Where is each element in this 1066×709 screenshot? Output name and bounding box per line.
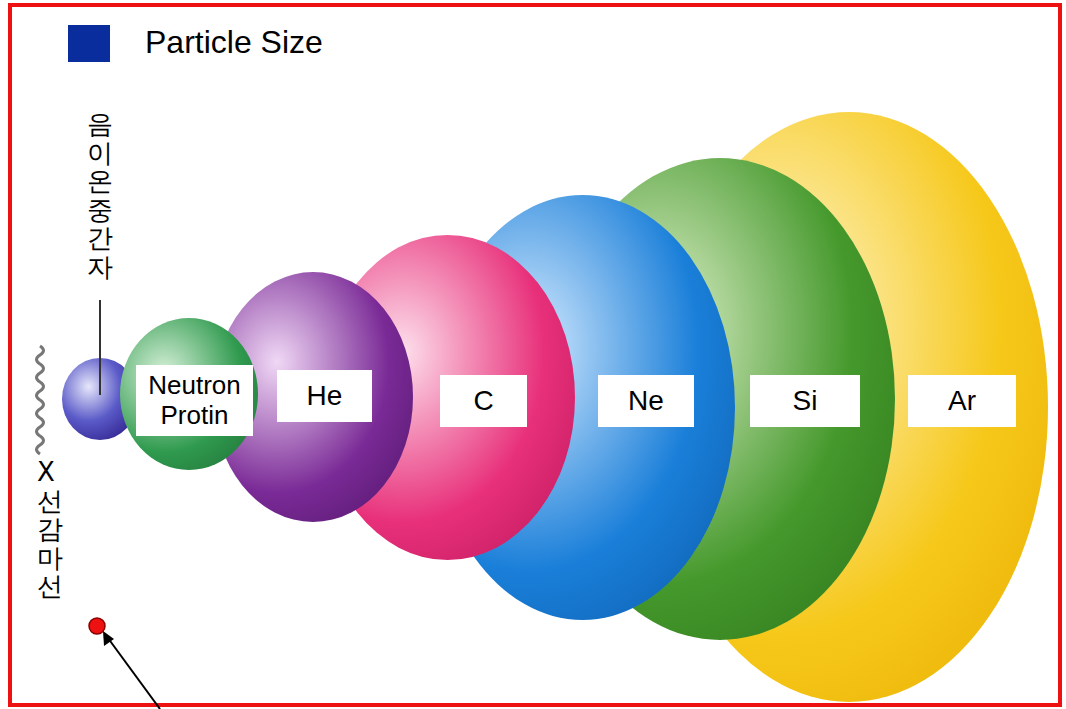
leader-line bbox=[99, 300, 101, 395]
particle-name: Neutron Protin bbox=[142, 371, 247, 431]
label-box: Ar bbox=[908, 375, 1016, 427]
legend-swatch bbox=[68, 25, 110, 62]
pointer-line bbox=[105, 634, 160, 709]
label-box: He bbox=[277, 370, 372, 422]
particle-circle: Neutron Protin bbox=[120, 318, 258, 470]
legend-text: Particle Size bbox=[145, 24, 323, 61]
label-box: Si bbox=[750, 375, 860, 427]
wave-symbol bbox=[37, 346, 44, 454]
particle-name: Ne bbox=[628, 385, 664, 417]
radiation-label: X선 감마선 bbox=[37, 458, 63, 601]
meson-label: 음이온중간자 bbox=[87, 110, 113, 282]
label-box: Neutron Protin bbox=[136, 365, 253, 436]
particle-name: He bbox=[307, 380, 343, 412]
label-box: C bbox=[440, 375, 527, 427]
red-dot bbox=[89, 618, 105, 634]
particle-name: Ar bbox=[948, 385, 976, 417]
pointer-head bbox=[103, 631, 114, 646]
label-box: Ne bbox=[598, 375, 694, 427]
particle-name: C bbox=[473, 385, 493, 417]
particle-name: Si bbox=[793, 385, 818, 417]
frame-border bbox=[10, 5, 1060, 705]
